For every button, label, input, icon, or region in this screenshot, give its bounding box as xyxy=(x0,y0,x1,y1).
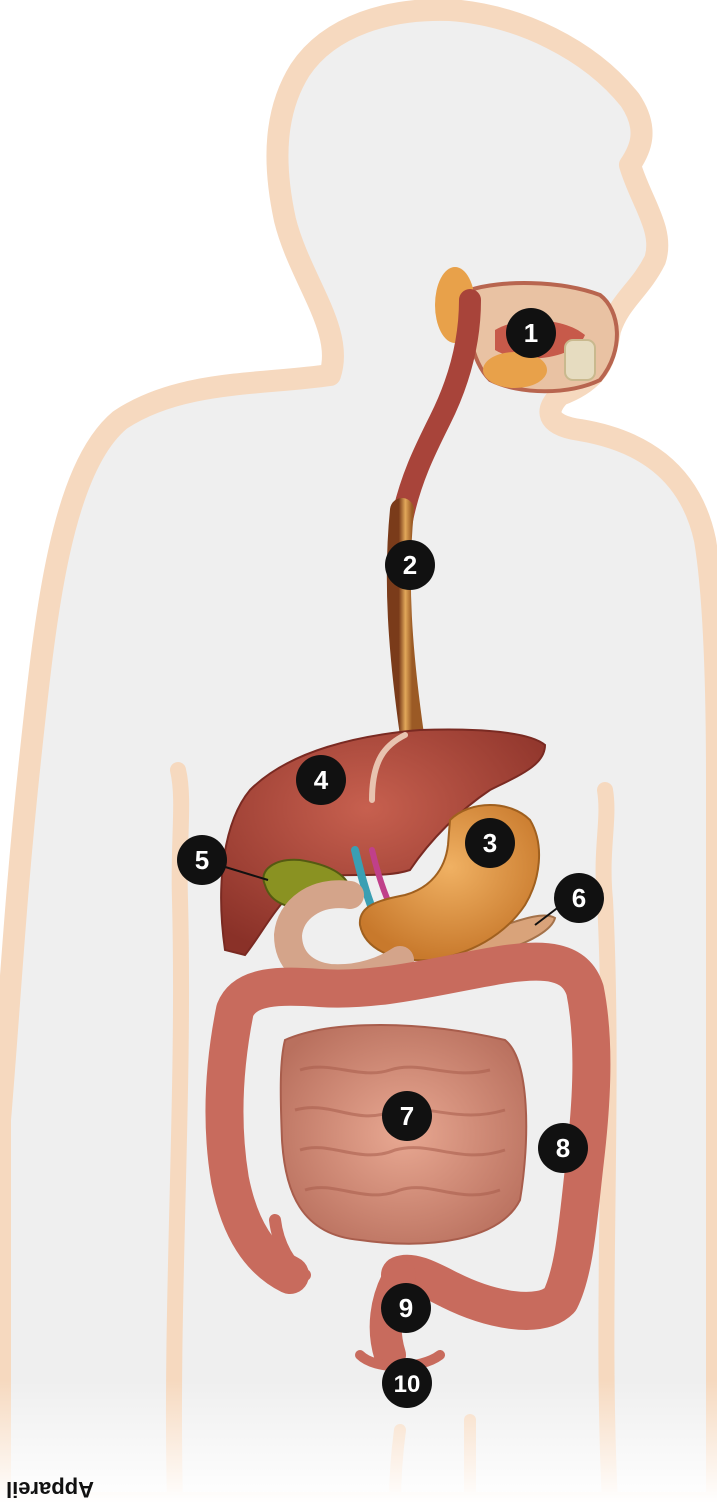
marker-9-label: 9 xyxy=(399,1293,413,1323)
marker-6: 6 xyxy=(554,873,604,923)
marker-4-label: 4 xyxy=(314,765,329,795)
marker-3-label: 3 xyxy=(483,828,497,858)
marker-8: 8 xyxy=(538,1123,588,1173)
marker-3: 3 xyxy=(465,818,515,868)
marker-7-label: 7 xyxy=(400,1101,414,1131)
marker-1-label: 1 xyxy=(524,318,538,348)
marker-2-label: 2 xyxy=(403,550,417,580)
marker-5: 5 xyxy=(177,835,227,885)
marker-7: 7 xyxy=(382,1091,432,1141)
jaw-bone xyxy=(565,340,595,380)
diagram-caption: Appareil xyxy=(6,1476,94,1502)
submandibular-gland xyxy=(483,352,547,388)
marker-5-label: 5 xyxy=(195,845,209,875)
marker-6-label: 6 xyxy=(572,883,586,913)
marker-10: 10 xyxy=(382,1358,432,1408)
marker-9: 9 xyxy=(381,1283,431,1333)
marker-1: 1 xyxy=(506,308,556,358)
marker-2: 2 xyxy=(385,540,435,590)
marker-8-label: 8 xyxy=(556,1133,570,1163)
marker-10-label: 10 xyxy=(394,1371,421,1398)
marker-4: 4 xyxy=(296,755,346,805)
